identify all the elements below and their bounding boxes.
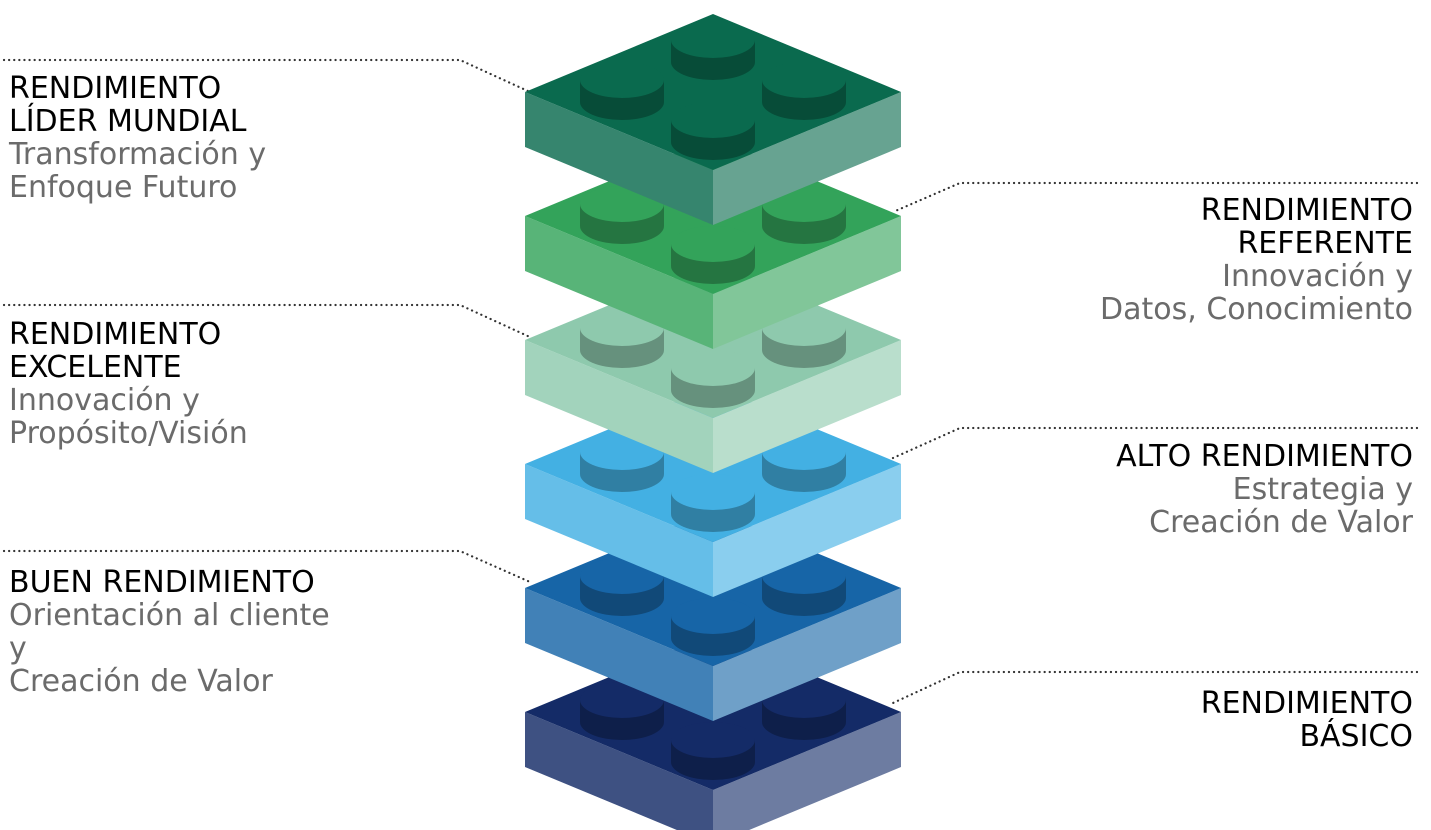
leader-line-referent (891, 181, 1419, 214)
brick-top-face (525, 14, 901, 170)
level-world-label: RENDIMIENTO LÍDER MUNDIAL Transformación… (9, 72, 266, 204)
level-world-subtitle-2: Enfoque Futuro (9, 170, 238, 205)
leader-line-high (891, 426, 1419, 460)
level-excellent-subtitle-2: Propósito/Visión (9, 416, 248, 451)
level-good-title-1: BUEN RENDIMIENTO (9, 565, 315, 600)
brick-stud-top (671, 102, 755, 138)
brick-right-face (713, 92, 901, 225)
brick-left-face (525, 340, 713, 473)
brick-left-face (525, 712, 713, 830)
level-high-label: ALTO RENDIMIENTO Estrategia y Creación d… (1116, 440, 1413, 539)
level-referent-title-1: RENDIMIENTO (1200, 193, 1413, 228)
level-excellent-title-1: RENDIMIENTO (9, 317, 222, 352)
brick-right-face (713, 712, 901, 830)
brick-left-face (525, 216, 713, 349)
level-excellent-subtitle-1: Innovación y (9, 383, 200, 418)
brick-right-face (713, 340, 901, 473)
brick-left-face (525, 92, 713, 225)
level-excellent-title-2: EXCELENTE (9, 350, 182, 385)
brick-left-face (525, 464, 713, 597)
level-high-subtitle-1: Estrategia y (1232, 472, 1413, 507)
brick-right-face (713, 588, 901, 721)
leader-line-excellent (2, 303, 534, 340)
brick-stud-top (762, 62, 846, 98)
brick-stud-top (671, 350, 755, 386)
level-world-title-1: RENDIMIENTO (9, 71, 222, 106)
level-high-subtitle-2: Creación de Valor (1149, 505, 1413, 540)
level-basic-title-1: RENDIMIENTO (1200, 686, 1413, 721)
brick-stud-top (671, 598, 755, 634)
level-good-subtitle-1: Orientación al cliente (9, 598, 330, 633)
level-referent-title-2: REFERENTE (1237, 226, 1413, 261)
level-good-label: BUEN RENDIMIENTO Orientación al cliente … (9, 566, 330, 698)
leader-line-world (2, 58, 532, 94)
brick-stud-top (671, 22, 755, 58)
leader-line-basic (891, 670, 1419, 705)
brick-stud-top (580, 62, 664, 98)
level-referent-subtitle-1: Innovación y (1222, 259, 1413, 294)
level-good-subtitle-2: y (9, 631, 27, 666)
level-basic-title-2: BÁSICO (1299, 719, 1413, 754)
level-good-subtitle-3: Creación de Valor (9, 664, 273, 699)
brick-right-face (713, 464, 901, 597)
brick-world (525, 14, 901, 225)
level-referent-label: RENDIMIENTO REFERENTE Innovación y Datos… (1100, 194, 1413, 326)
level-world-title-2: LÍDER MUNDIAL (9, 104, 247, 139)
brick-stud-top (671, 722, 755, 758)
level-excellent-label: RENDIMIENTO EXCELENTE Innovación y Propó… (9, 318, 248, 450)
level-basic-label: RENDIMIENTO BÁSICO (1201, 687, 1413, 753)
leader-line-good (2, 549, 532, 584)
brick-left-face (525, 588, 713, 721)
level-high-title-1: ALTO RENDIMIENTO (1116, 439, 1413, 474)
level-referent-subtitle-2: Datos, Conocimiento (1100, 292, 1413, 327)
level-world-subtitle-1: Transformación y (9, 137, 267, 172)
brick-stud-top (671, 474, 755, 510)
brick-right-face (713, 216, 901, 349)
brick-stud-top (671, 226, 755, 262)
